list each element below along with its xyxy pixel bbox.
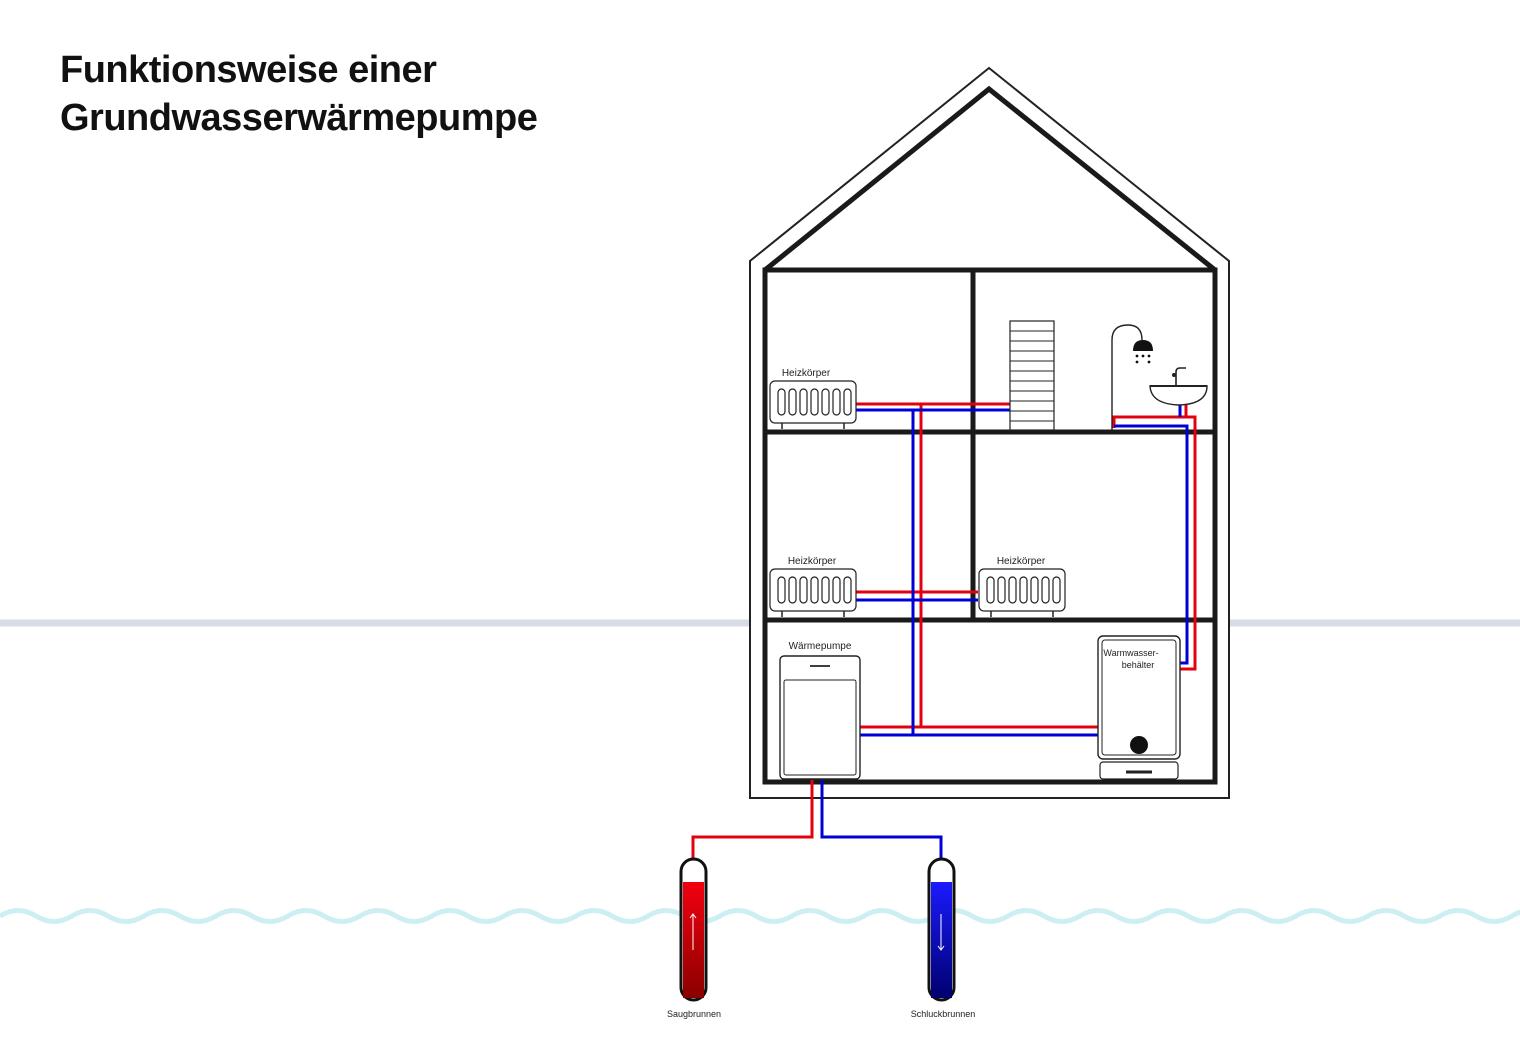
page-title: Funktionsweise einer Grundwasserwärmepum… xyxy=(60,46,538,142)
label-radiator-mid-left: Heizkörper xyxy=(788,556,837,567)
radiator-icon xyxy=(769,568,857,618)
label-radiator-top: Heizkörper xyxy=(782,368,831,379)
arrow-up-icon xyxy=(689,913,697,950)
house xyxy=(749,66,1230,799)
label-suction-well: Saugbrunnen xyxy=(667,1009,721,1019)
arrow-down-icon xyxy=(937,914,945,951)
suction-well xyxy=(679,857,708,1002)
towel-radiator-icon xyxy=(1009,320,1055,431)
heat-pump-unit xyxy=(779,655,861,780)
water-tank xyxy=(1097,635,1181,780)
title-line-1: Funktionsweise einer xyxy=(60,49,437,91)
label-radiator-mid-right: Heizkörper xyxy=(997,556,1046,567)
label-injection-well: Schluckbrunnen xyxy=(911,1009,976,1019)
label-heat-pump: Wärmepumpe xyxy=(789,641,852,652)
sink-icon xyxy=(1149,367,1208,406)
shower-icon xyxy=(1111,324,1153,430)
groundwater-wave xyxy=(0,908,1520,924)
radiator-icon xyxy=(978,568,1066,618)
return-pipes xyxy=(820,398,1189,862)
label-water-tank-line-2: behälter xyxy=(1122,660,1155,670)
title-line-2: Grundwasserwärmepumpe xyxy=(60,97,538,139)
radiator-icon xyxy=(769,380,857,430)
injection-well xyxy=(927,857,956,1002)
label-water-tank-line-1: Warmwasser- xyxy=(1103,648,1158,658)
supply-pipes xyxy=(691,402,1197,862)
